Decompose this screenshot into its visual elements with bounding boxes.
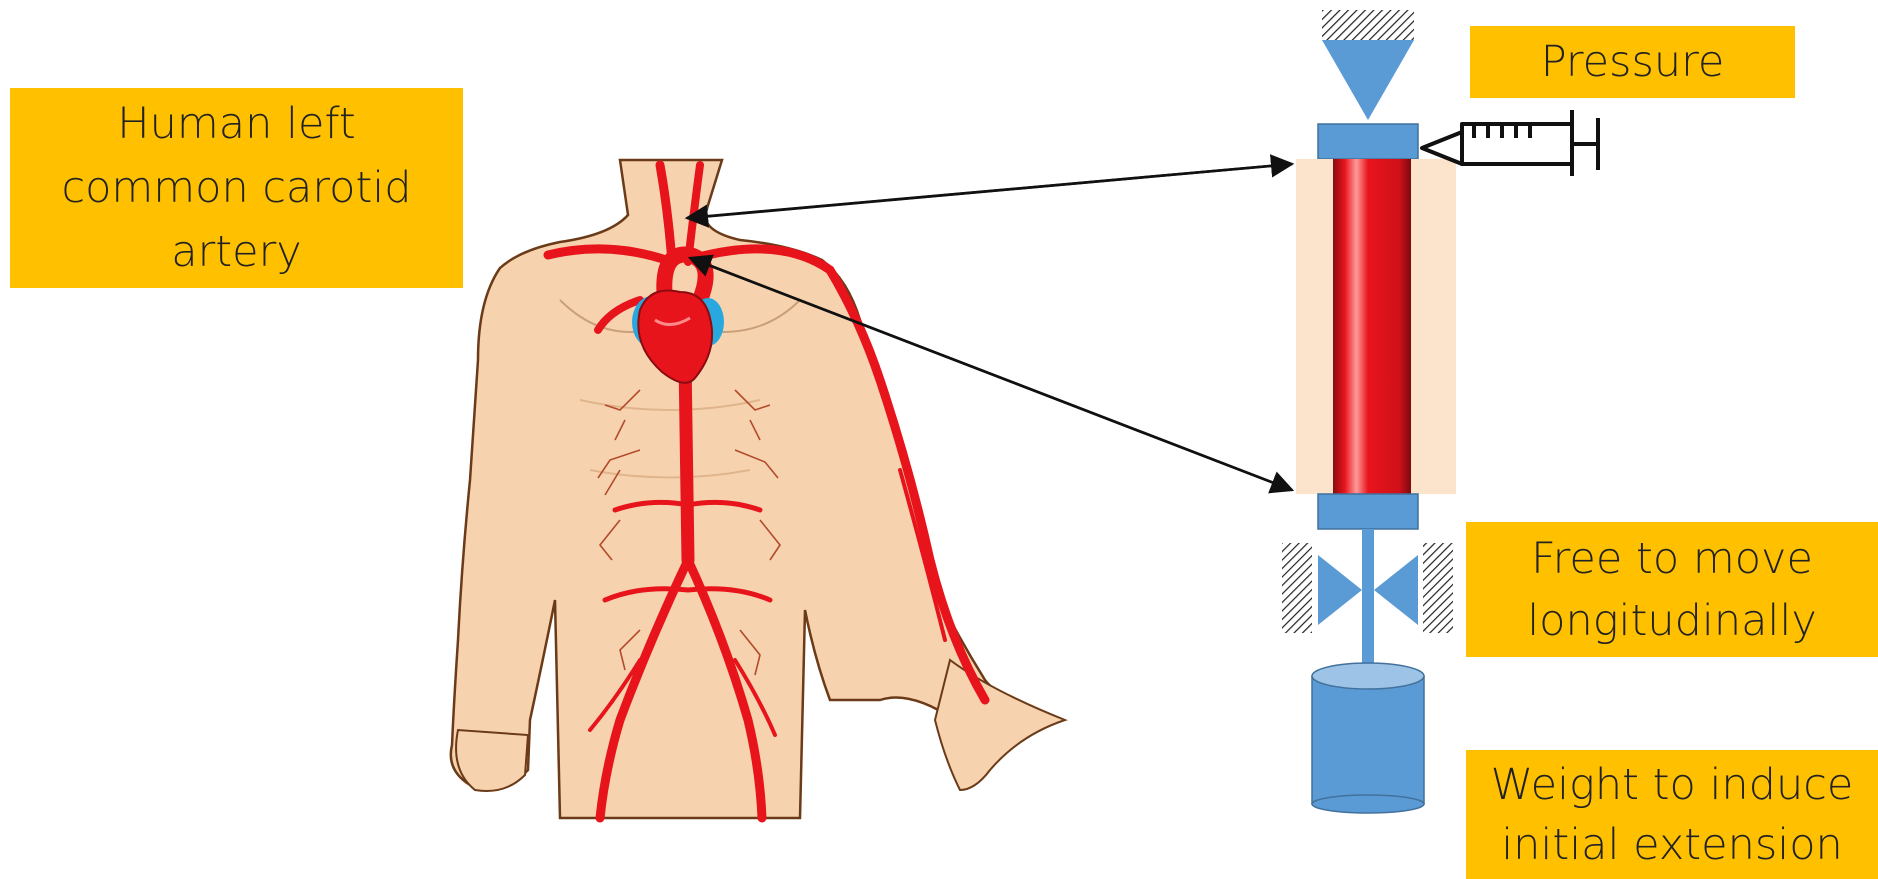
arrow-from-neck-to-top [690, 164, 1292, 218]
artery-label-line-2: common carotid [61, 156, 411, 220]
free-move-label-line-1: Free to move [1531, 528, 1813, 590]
test-apparatus [1282, 10, 1598, 813]
weight-label-line-1: Weight to induce [1491, 755, 1854, 815]
human-body-illustration [451, 160, 1065, 818]
linear-guide-left [1318, 555, 1362, 625]
free-move-label-line-2: longitudinally [1527, 590, 1817, 652]
top-plate [1318, 124, 1418, 159]
artery-label-line-3: artery [171, 220, 301, 284]
weight-label: Weight to induce initial extension [1466, 750, 1878, 879]
artery-specimen [1333, 159, 1411, 494]
linear-guide-right [1374, 555, 1418, 625]
weight-cylinder [1312, 663, 1424, 813]
pressure-label-text: Pressure [1541, 37, 1725, 87]
left-side-support [1282, 543, 1312, 633]
weight-label-line-2: initial extension [1501, 815, 1843, 875]
right-side-support [1423, 543, 1453, 633]
pressure-indenter [1322, 40, 1414, 120]
artery-label-line-1: Human left [117, 92, 355, 156]
guide-rod [1362, 529, 1374, 669]
artery-label: Human left common carotid artery [10, 88, 463, 288]
pressure-label: Pressure [1470, 26, 1795, 98]
top-fixed-support [1322, 10, 1414, 40]
bottom-plate [1318, 494, 1418, 529]
free-move-label: Free to move longitudinally [1466, 522, 1878, 657]
